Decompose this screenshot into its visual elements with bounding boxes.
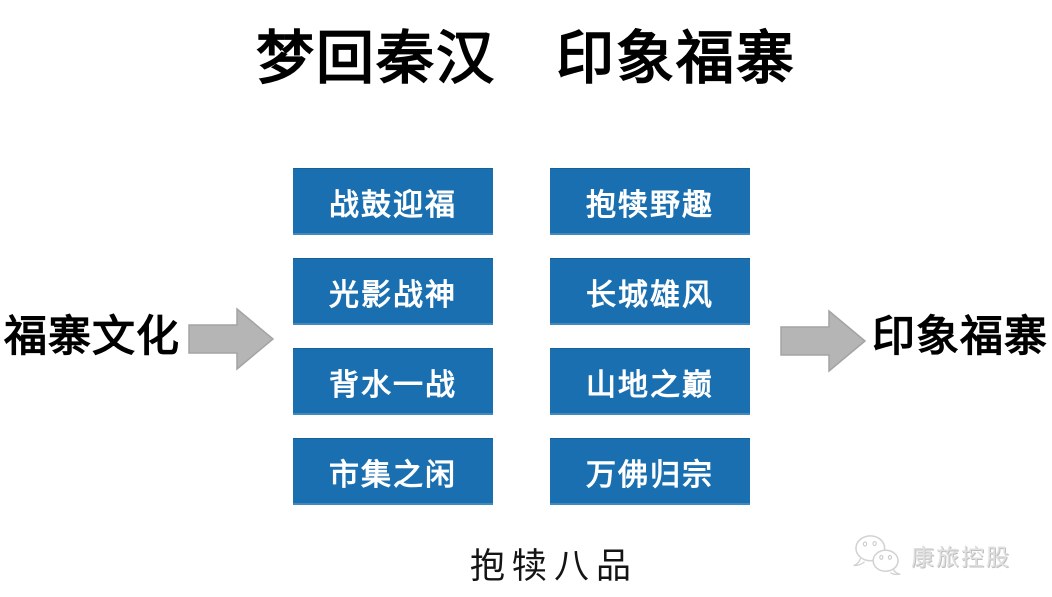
feature-box: 市集之闲 [293, 438, 493, 505]
feature-column-right: 抱犊野趣 长城雄风 山地之巅 万佛归宗 [550, 168, 750, 505]
diagram-caption: 抱犊八品 [469, 547, 638, 586]
right-block-arrow-icon [780, 309, 867, 373]
flow-source-label: 福寨文化 [4, 313, 180, 361]
page-title: 梦回秦汉 印象福寨 [255, 26, 796, 91]
feature-box: 长城雄风 [550, 258, 750, 325]
feature-box: 光影战神 [293, 258, 493, 325]
watermark: 康旅控股 [850, 533, 1011, 577]
watermark-text: 康旅控股 [911, 544, 1011, 570]
feature-box: 背水一战 [293, 348, 493, 415]
right-block-arrow-icon [188, 307, 275, 371]
feature-column-left: 战鼓迎福 光影战神 背水一战 市集之闲 [293, 168, 493, 505]
feature-box: 万佛归宗 [550, 438, 750, 505]
feature-box: 山地之巅 [550, 348, 750, 415]
wechat-logo-icon [853, 535, 901, 576]
feature-box: 战鼓迎福 [293, 168, 493, 235]
feature-box: 抱犊野趣 [550, 168, 750, 235]
flow-target-label: 印象福寨 [872, 313, 1048, 361]
